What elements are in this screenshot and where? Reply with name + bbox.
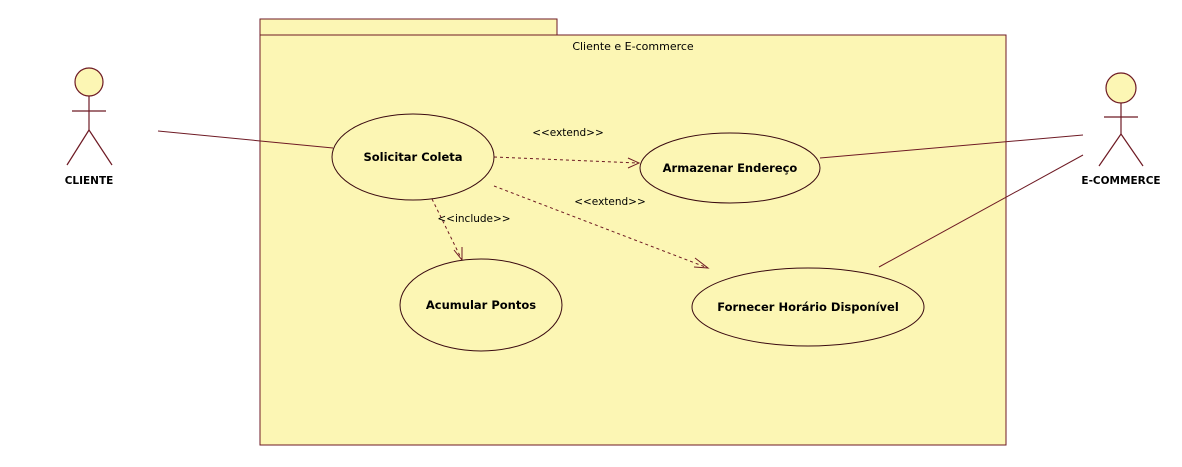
use-case-armazenar-endereco[interactable]: Armazenar Endereço xyxy=(639,132,821,204)
use-case-acumular-pontos-shape xyxy=(399,258,563,352)
include-acumular-label: <<include>> xyxy=(437,213,510,225)
actor-ecommerce[interactable]: E-COMMERCE xyxy=(1081,72,1161,187)
dependency-extend-fornecer-arrowhead xyxy=(693,257,710,269)
extend-fornecer-label: <<extend>> xyxy=(574,196,646,208)
package-title: Cliente e E-commerce xyxy=(572,40,694,53)
use-case-solicitar-coleta-shape xyxy=(331,113,495,201)
use-case-armazenar-endereco-label: Armazenar Endereço xyxy=(663,161,798,175)
actor-cliente-left-leg xyxy=(66,129,90,166)
dependency-include-acumular-line xyxy=(431,198,463,261)
actor-cliente[interactable]: CLIENTE xyxy=(65,67,114,187)
actor-ecommerce-left-leg xyxy=(1098,133,1122,167)
extend-armazenar-label: <<extend>> xyxy=(532,127,604,139)
actor-ecommerce-right-leg xyxy=(1120,133,1144,167)
package-tab xyxy=(259,18,558,36)
actor-cliente-right-leg xyxy=(88,129,113,166)
use-case-acumular-pontos[interactable]: Acumular Pontos xyxy=(399,258,563,352)
association-ecommerce-armazenar-endereco xyxy=(819,134,1084,159)
dependency-extend-fornecer: <<extend>> xyxy=(493,185,710,269)
use-case-fornecer-horario-label: Fornecer Horário Disponível xyxy=(717,300,899,314)
actor-cliente-head xyxy=(74,67,104,97)
dependency-extend-armazenar-line xyxy=(493,156,640,164)
use-case-fornecer-horario-shape xyxy=(691,267,925,347)
use-case-solicitar-coleta-label: Solicitar Coleta xyxy=(363,150,462,164)
association-ecommerce-fornecer-horario xyxy=(878,154,1084,268)
use-case-acumular-pontos-label: Acumular Pontos xyxy=(426,298,536,312)
association-cliente-solicitar-coleta xyxy=(157,130,334,149)
actor-ecommerce-label: E-COMMERCE xyxy=(1081,175,1160,187)
dependency-extend-armazenar: <<extend>> xyxy=(493,127,641,169)
actor-ecommerce-head xyxy=(1105,72,1137,104)
use-case-solicitar-coleta[interactable]: Solicitar Coleta xyxy=(331,113,495,201)
package-body xyxy=(259,34,1007,446)
use-case-fornecer-horario[interactable]: Fornecer Horário Disponível xyxy=(691,267,925,347)
actor-cliente-label: CLIENTE xyxy=(65,175,114,187)
dependency-extend-armazenar-arrowhead xyxy=(627,157,641,169)
use-case-armazenar-endereco-shape xyxy=(639,132,821,204)
package: Cliente e E-commerce xyxy=(259,18,1007,446)
dependency-extend-fornecer-line xyxy=(493,185,709,269)
